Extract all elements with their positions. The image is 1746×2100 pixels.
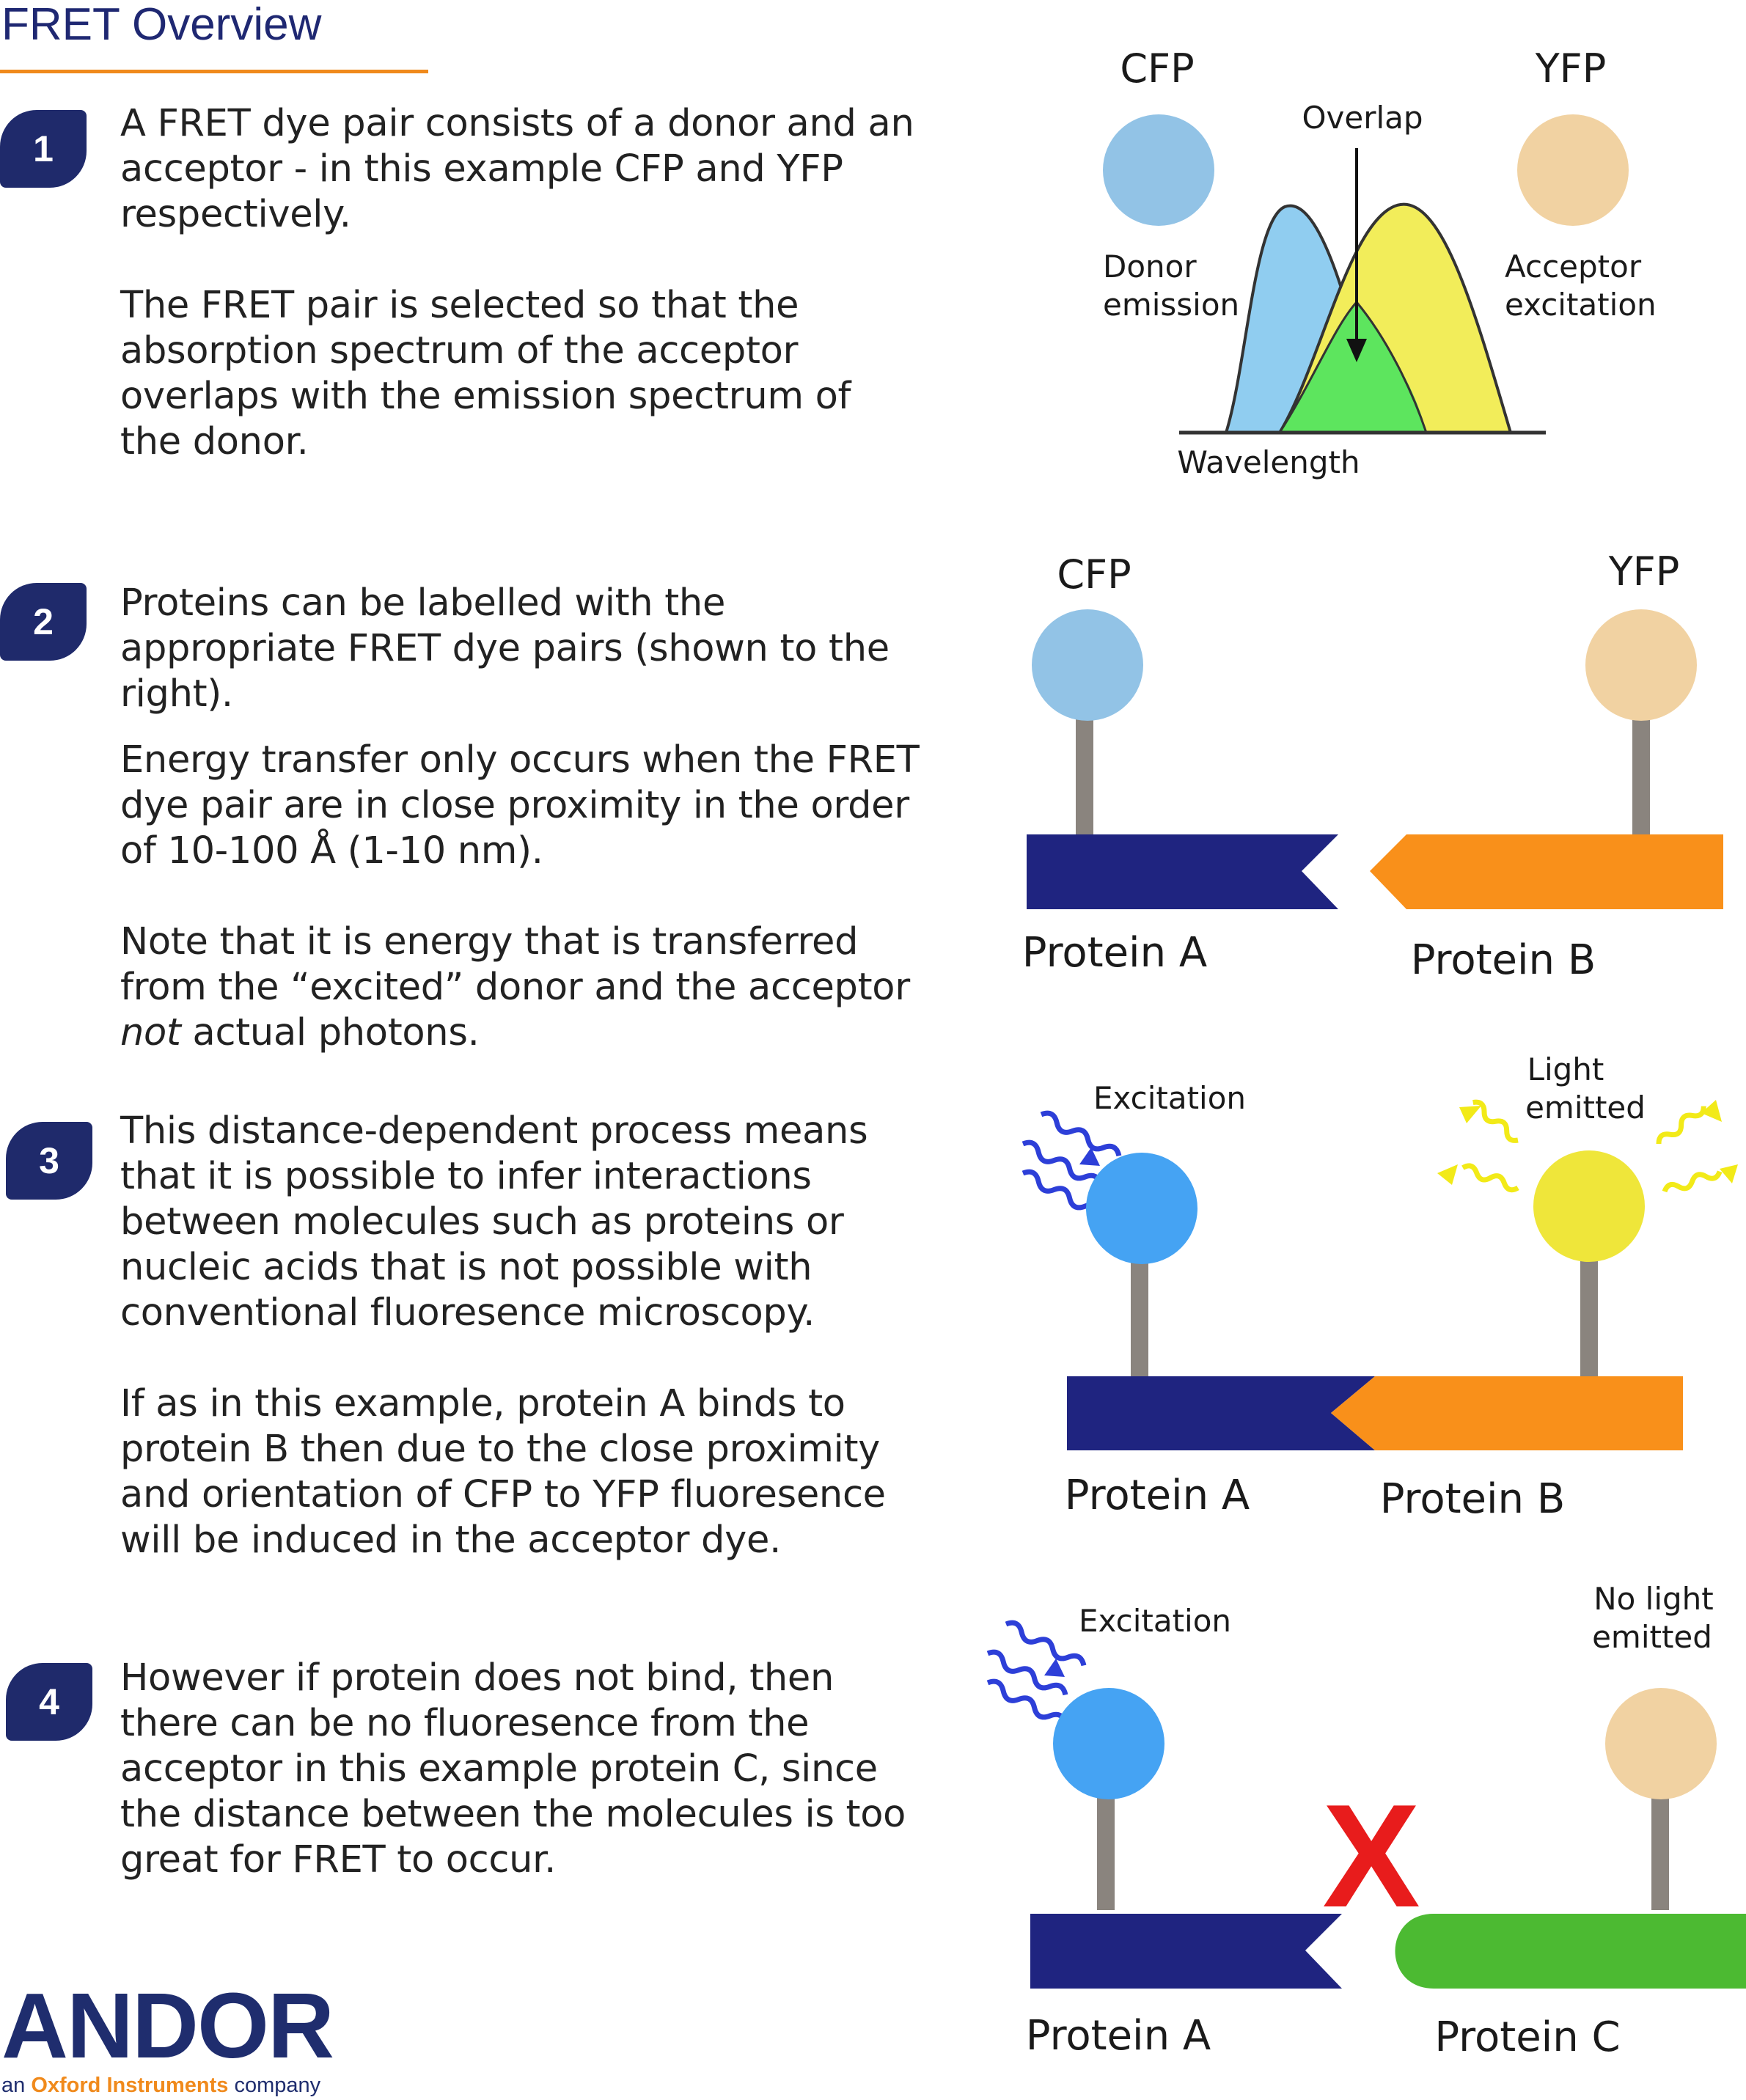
step-2-emphasis: not bbox=[120, 1011, 181, 1054]
tagline-brand: Oxford Instruments bbox=[31, 2074, 229, 2097]
diagram3-acceptor-linker bbox=[1580, 1255, 1598, 1376]
tagline-prefix: an bbox=[1, 2074, 26, 2097]
andor-logo-wordmark: ANDOR bbox=[1, 1974, 334, 2077]
donor-label-line-1: Donor bbox=[1103, 249, 1197, 284]
cfp-fluorophore bbox=[1032, 609, 1143, 721]
diagram4-donor-linker bbox=[1097, 1789, 1115, 1910]
step-3-paragraph-1: This distance-dependent process means th… bbox=[120, 1109, 868, 1334]
labelled-proteins-diagram: CFP YFP Protein A Protein B bbox=[1022, 548, 1723, 984]
step-2-paragraph-3-text: Note that it is energy that is transferr… bbox=[120, 920, 910, 1009]
cfp-linker bbox=[1076, 715, 1093, 836]
wavelength-label: Wavelength bbox=[1177, 444, 1360, 480]
andor-logo-tagline: an Oxford Instruments company bbox=[1, 2074, 333, 2098]
diagram3-emitted-label-line-1: Light bbox=[1527, 1051, 1604, 1087]
diagram3-emitted-label-line-2: emitted bbox=[1525, 1090, 1646, 1126]
diagram3-emitting-acceptor bbox=[1533, 1150, 1645, 1262]
diagram4-excitation-label: Excitation bbox=[1079, 1603, 1231, 1639]
step-2-paragraph-1: Proteins can be labelled with the approp… bbox=[120, 581, 889, 716]
diagram4-excited-donor bbox=[1053, 1688, 1164, 1799]
diagram4-protein-a-shape bbox=[1030, 1914, 1342, 1989]
yfp-fluorophore bbox=[1585, 609, 1697, 721]
yfp-linker bbox=[1632, 715, 1650, 836]
step-2-paragraph-3-end: actual photons. bbox=[192, 1011, 480, 1054]
protein-b-shape bbox=[1370, 834, 1723, 909]
andor-logo: ANDOR an Oxford Instruments company bbox=[1, 1974, 334, 2098]
diagram3-excitation-label: Excitation bbox=[1093, 1080, 1246, 1116]
step-4-badge: 4 bbox=[6, 1663, 92, 1741]
diagram4-excitation-waves bbox=[986, 1620, 1087, 1725]
diagram3-protein-a-label: Protein A bbox=[1065, 1472, 1250, 1519]
no-fret-cross-icon: X bbox=[1322, 1774, 1420, 1938]
step-3-paragraph-2: If as in this example, protein A binds t… bbox=[120, 1382, 886, 1562]
diagram3-excitation-arrowhead bbox=[1079, 1148, 1100, 1166]
diagram2-cfp-label: CFP bbox=[1057, 551, 1131, 598]
diagram3-donor-linker bbox=[1131, 1255, 1148, 1376]
diagram3-protein-b-shape bbox=[1331, 1376, 1683, 1450]
diagram2-yfp-label: YFP bbox=[1608, 548, 1680, 595]
diagram4-no-light-label-line-2: emitted bbox=[1592, 1619, 1712, 1655]
step-1-badge: 1 bbox=[0, 110, 87, 188]
diagram3-protein-a-shape bbox=[1067, 1376, 1375, 1450]
step-1-paragraph-2: The FRET pair is selected so that the ab… bbox=[120, 284, 851, 463]
diagram4-acceptor-dark bbox=[1605, 1688, 1717, 1799]
page-title: FRET Overview bbox=[1, 0, 322, 50]
fret-bound-diagram: Excitation Light emitted Protein bbox=[1021, 1051, 1738, 1523]
diagram4-no-light-label-line-1: No light bbox=[1593, 1581, 1714, 1617]
step-2-paragraph-2: Energy transfer only occurs when the FRE… bbox=[120, 738, 920, 873]
tagline-suffix: company bbox=[234, 2074, 321, 2097]
donor-label-line-2: emission bbox=[1103, 287, 1239, 323]
step-3-text: This distance-dependent process means th… bbox=[120, 1109, 920, 1563]
diagram4-protein-a-label: Protein A bbox=[1026, 2012, 1211, 2060]
step-2-paragraph-3: Note that it is energy that is transferr… bbox=[120, 919, 920, 1056]
step-3-badge: 3 bbox=[6, 1122, 92, 1200]
cfp-circle bbox=[1103, 114, 1214, 226]
diagram3-emission-waves bbox=[1461, 1099, 1723, 1193]
protein-c-shape bbox=[1395, 1914, 1746, 1989]
acceptor-label-line-1: Acceptor bbox=[1505, 249, 1642, 284]
step-2-badge: 2 bbox=[0, 583, 87, 661]
overlap-arrowhead bbox=[1346, 339, 1367, 362]
cfp-label: CFP bbox=[1120, 45, 1194, 92]
diagram4-excitation-arrowhead bbox=[1044, 1659, 1065, 1677]
step-1-text: A FRET dye pair consists of a donor and … bbox=[120, 101, 920, 465]
diagram3-protein-b-label: Protein B bbox=[1380, 1475, 1566, 1523]
step-2-text: Proteins can be labelled with the approp… bbox=[120, 581, 920, 1056]
diagram3-emission-arrowheads bbox=[1437, 1100, 1738, 1185]
acceptor-label-line-2: excitation bbox=[1505, 287, 1657, 323]
yfp-label: YFP bbox=[1535, 45, 1607, 92]
title-underline bbox=[0, 70, 428, 73]
overlap-label: Overlap bbox=[1302, 100, 1423, 136]
no-fret-diagram: Excitation No light emitted X Protein A … bbox=[986, 1581, 1746, 2061]
diagram4-acceptor-linker bbox=[1651, 1789, 1669, 1910]
diagram2-protein-a-label: Protein A bbox=[1022, 929, 1207, 977]
step-4-paragraph-1: However if protein does not bind, then t… bbox=[120, 1656, 906, 1881]
spectrum-diagram: CFP YFP Overlap Donor emission Acceptor … bbox=[1103, 45, 1657, 480]
diagram3-excited-donor bbox=[1086, 1153, 1197, 1264]
step-4-text: However if protein does not bind, then t… bbox=[120, 1656, 920, 1883]
protein-a-shape bbox=[1027, 834, 1338, 909]
step-1-paragraph-1: A FRET dye pair consists of a donor and … bbox=[120, 102, 914, 236]
diagram2-protein-b-label: Protein B bbox=[1411, 936, 1596, 984]
diagram4-protein-c-label: Protein C bbox=[1434, 2013, 1620, 2061]
yfp-circle bbox=[1517, 114, 1629, 226]
